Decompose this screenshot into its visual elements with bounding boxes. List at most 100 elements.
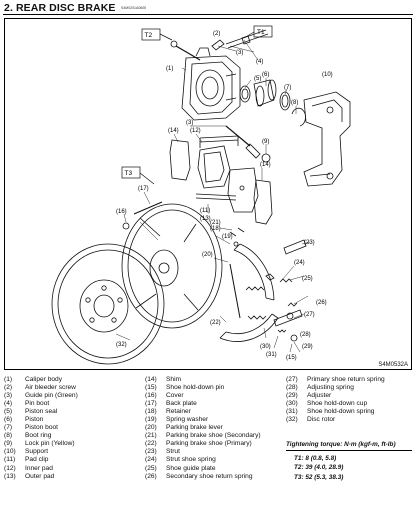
torque-tag-t3: [121, 166, 141, 179]
callout-23: (23): [304, 240, 315, 246]
legend-item: (1)Caliper body: [4, 376, 63, 383]
callout-32: (32): [116, 342, 127, 348]
callout-7: (7): [284, 85, 291, 91]
inner-pad: [197, 145, 231, 189]
legend-item: (28)Adjusting spring: [286, 384, 354, 392]
torque-tag-t2: [141, 28, 161, 41]
legend-item: (2)Air bleeder screw: [4, 384, 76, 392]
torque-t2: T2: 39 (4.0, 28.9): [294, 464, 344, 472]
section-title: 2. REAR DISC BRAKE: [4, 2, 116, 14]
figure-frame: [4, 18, 412, 370]
legend-column-2: (14)Shim (15)Shoe hold-down pin (16)Cove…: [145, 376, 285, 481]
shim-left: [169, 139, 191, 181]
callout-2: (2): [213, 31, 220, 37]
page-header: 2. REAR DISC BRAKE S4M0201A0605: [0, 0, 416, 16]
callout-20: (20): [202, 252, 213, 258]
figure-code: S4M0532A: [378, 362, 408, 368]
legend-item: (23)Strut: [145, 448, 180, 456]
callout-14: (14): [168, 128, 179, 134]
torque-t3: T3: 52 (5.3, 38.3): [294, 473, 344, 481]
legend-column-1: (1)Caliper body (2)Air bleeder screw (3)…: [4, 376, 142, 481]
legend-item: (5)Piston seal: [4, 408, 58, 416]
callout-3b: (3): [186, 120, 193, 126]
legend-item: (18)Retainer: [145, 408, 191, 416]
callout-31: (31): [266, 352, 277, 358]
callout-4: (4): [256, 59, 263, 65]
legend-item: (21)Parking brake shoe (Secondary): [145, 432, 261, 440]
legend-column-3: (27)Primary shoe return spring (28)Adjus…: [286, 376, 412, 424]
callout-22: (22): [210, 320, 221, 326]
legend-item: (29)Adjuster: [286, 392, 332, 400]
callout-numbers: T2 T1 T3 (1) (2) (3) (4) (5) (6) (7) (8)…: [116, 29, 333, 361]
caliper-body: [181, 47, 241, 121]
strut: [283, 239, 307, 255]
torque-callouts: [121, 25, 273, 185]
callout-30: (30): [260, 344, 271, 350]
legend-item: (8)Boot ring: [4, 432, 52, 440]
torque-tag-t1: [253, 25, 273, 38]
legend-item: (20)Parking brake lever: [145, 424, 223, 432]
legend-item: (15)Shoe hold-down pin: [145, 384, 225, 392]
legend-item: (17)Back plate: [145, 400, 197, 408]
disc-rotor: [51, 243, 165, 365]
legend-item: (31)Shoe hold-down spring: [286, 408, 375, 416]
callout-19: (19): [222, 234, 233, 240]
callout-26: (26): [316, 300, 327, 306]
callout-27: (27): [304, 312, 315, 318]
support-bracket: [303, 91, 351, 187]
back-plate: [121, 201, 223, 329]
callout-24: (24): [294, 260, 305, 266]
outer-pad: [227, 167, 259, 213]
legend-item: (25)Shoe guide plate: [145, 464, 216, 472]
callout-17: (17): [138, 186, 149, 192]
pad-clips: [195, 135, 239, 201]
callout-28: (28): [300, 332, 311, 338]
legend-item: (24)Strut shoe spring: [145, 456, 216, 464]
bleeder-and-pins: [170, 29, 271, 163]
legend-item: (4)Pin boot: [4, 400, 50, 408]
torque-label-t3: T3: [125, 170, 133, 177]
callout-10: (10): [322, 72, 333, 78]
legend-item: (13)Outer pad: [4, 472, 55, 480]
legend-item: (9)Lock pin (Yellow): [4, 440, 75, 448]
exploded-view-diagram: T2 T1 T3 (1) (2) (3) (4) (5) (6) (7) (8)…: [4, 18, 412, 370]
legend-item: (3)Guide pin (Green): [4, 392, 78, 400]
torque-t1: T1: 8 (0.8, 5.8): [294, 455, 337, 462]
legend-item: (26)Secondary shoe return spring: [145, 472, 253, 480]
legend-item: (10)Support: [4, 448, 49, 456]
parts-legend: (1)Caliper body (2)Air bleeder screw (3)…: [4, 376, 412, 502]
callout-6: (6): [262, 72, 269, 78]
callout-11: (11): [200, 208, 210, 214]
legend-item: (30)Shoe hold-down cup: [286, 400, 368, 408]
callout-5: (5): [254, 76, 261, 82]
shim-right: [253, 179, 273, 225]
legend-item: (16)Cover: [145, 392, 184, 400]
callout-9: (9): [262, 139, 269, 145]
legend-item: (6)Piston: [4, 416, 44, 424]
torque-label-t1: T1: [257, 29, 265, 36]
legend-item: (14)Shim: [145, 376, 182, 383]
callout-16: (16): [116, 209, 127, 215]
legend-item: (7)Piston boot: [4, 424, 58, 432]
legend-item: (11)Pad clip: [4, 456, 49, 464]
callout-8: (8): [291, 100, 298, 106]
callout-3: (3): [236, 50, 243, 56]
header-rule: [3, 14, 413, 15]
springs: [245, 273, 298, 320]
callout-12: (12): [190, 128, 201, 134]
legend-item: (12)Inner pad: [4, 464, 53, 472]
parking-brake-shoes: [219, 243, 279, 342]
section-code: S4M0201A0605: [121, 6, 147, 10]
adjuster: [273, 309, 303, 327]
cover: [122, 222, 130, 230]
piston-assembly: [239, 79, 306, 127]
callout-25: (25): [302, 276, 313, 282]
callout-21: (21): [210, 220, 221, 226]
callout-18: (18): [210, 226, 221, 232]
callout-13: (13): [200, 216, 211, 222]
callout-15: (15): [286, 355, 297, 361]
callout-29: (29): [302, 344, 313, 350]
diagram-canvas: T2 T1 T3 (1) (2) (3) (4) (5) (6) (7) (8)…: [4, 18, 412, 370]
callout-14b: (14): [260, 162, 271, 168]
legend-item: (22)Parking brake shoe (Primary): [145, 440, 252, 448]
